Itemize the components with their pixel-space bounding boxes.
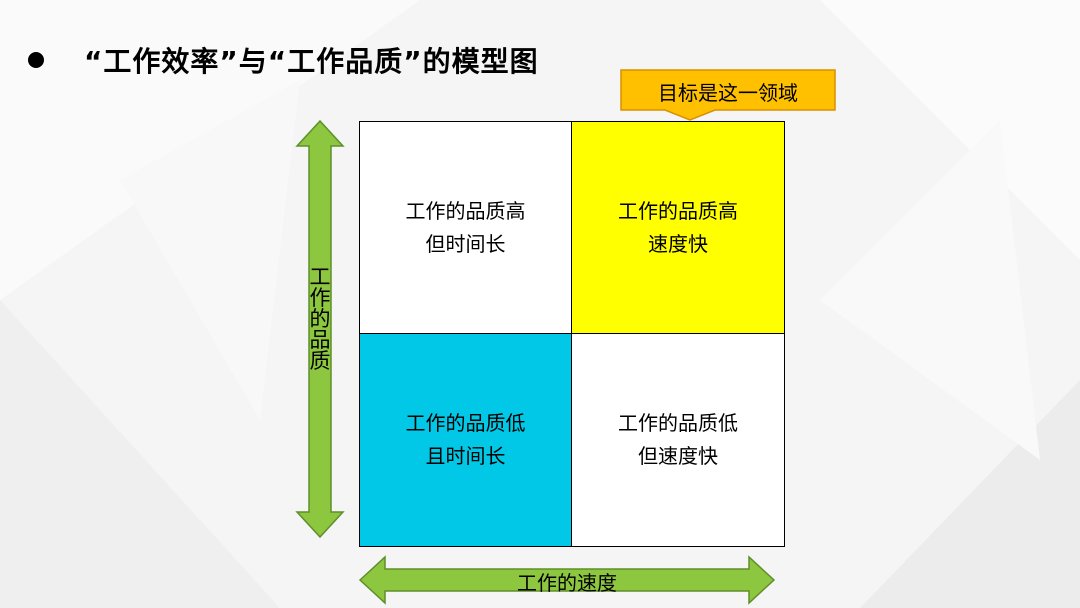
quality-axis-arrow: 工作的品质 — [295, 119, 345, 539]
quality-axis-char: 作 — [309, 286, 331, 310]
quality-axis-char: 品 — [309, 328, 331, 352]
quality-axis-char: 的 — [309, 307, 331, 331]
quality-axis-char: 工 — [309, 265, 331, 289]
callout-text: 目标是这一领域 — [658, 81, 798, 105]
quadrant-text: 但速度快 — [638, 444, 718, 468]
page-title: “工作效率”与“工作品质”的模型图 — [84, 45, 539, 78]
quadrant-text: 工作的品质低 — [405, 411, 526, 435]
quadrant-text: 速度快 — [648, 231, 708, 256]
quadrant-text: 工作的品质高 — [618, 198, 738, 223]
quadrant-text: 且时间长 — [425, 444, 506, 468]
speed-axis-label: 工作的速度 — [517, 571, 617, 595]
quadrant-low-quality-slow: 工作的品质低 且时间长 — [360, 334, 572, 546]
quadrant-high-quality-fast: 工作的品质高 速度快 — [572, 122, 784, 334]
target-callout: 目标是这一领域 — [620, 69, 836, 121]
bullet-icon — [28, 52, 44, 68]
quadrant-text: 工作的品质高 — [405, 198, 526, 223]
speed-axis-arrow: 工作的速度 — [358, 555, 776, 605]
quadrant-low-quality-fast: 工作的品质低 但速度快 — [572, 334, 784, 546]
quality-axis-label: 工作的品质 — [295, 267, 345, 372]
quadrant-text: 工作的品质低 — [618, 411, 738, 435]
quadrant-grid: 工作的品质高 但时间长 工作的品质高 速度快 工作的品质低 且时间长 工作的品质… — [359, 121, 785, 547]
title-row: “工作效率”与“工作品质”的模型图 — [28, 38, 539, 82]
quadrant-text: 但时间长 — [425, 231, 506, 256]
quadrant-high-quality-slow: 工作的品质高 但时间长 — [360, 122, 572, 334]
quality-axis-char: 质 — [309, 349, 331, 373]
